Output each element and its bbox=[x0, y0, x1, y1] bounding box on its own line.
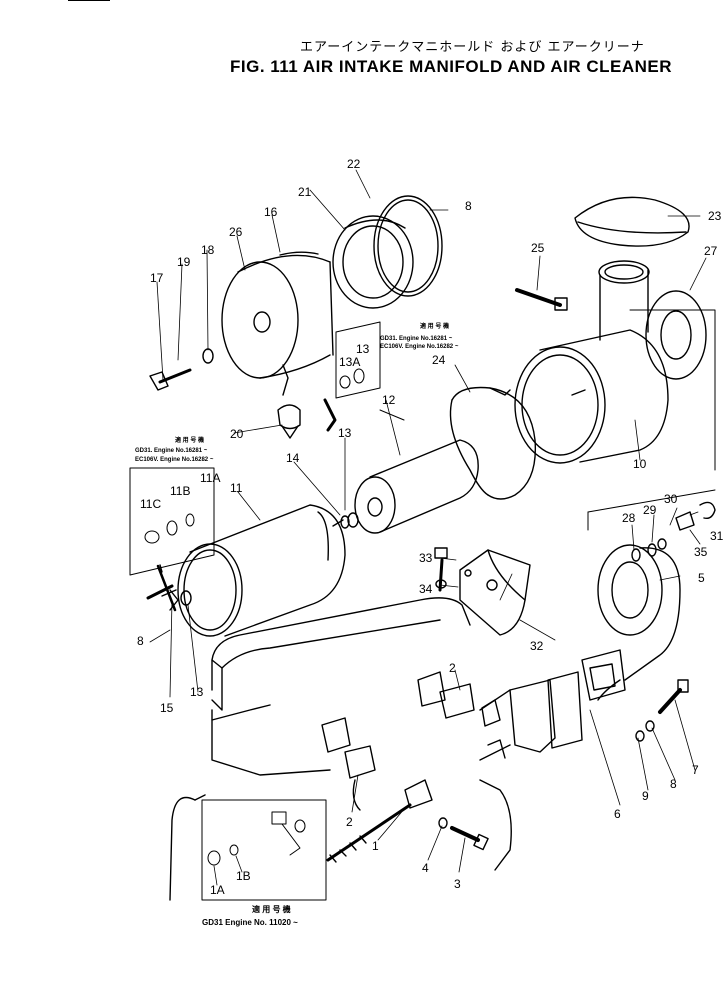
label-34: 34 bbox=[419, 582, 433, 596]
label-13A: 13A bbox=[339, 355, 360, 369]
label-35: 35 bbox=[694, 545, 708, 559]
applicability-notes: 適 用 号 機 GD31. Engine No.16281 ~ EC106V. … bbox=[135, 322, 459, 927]
wing-nut-assembly bbox=[332, 512, 359, 529]
precleaner-housing bbox=[514, 260, 669, 464]
top-rule bbox=[68, 0, 110, 1]
engine-block bbox=[169, 597, 512, 901]
label-4: 4 bbox=[422, 861, 429, 875]
label-7: 7 bbox=[692, 763, 699, 777]
label-9: 9 bbox=[642, 789, 649, 803]
note-bottom-jp: 適 用 号 機 bbox=[252, 904, 291, 914]
label-13-mid: 13 bbox=[338, 426, 352, 440]
air-cleaner-body bbox=[221, 251, 334, 396]
label-32: 32 bbox=[530, 639, 544, 653]
label-15: 15 bbox=[160, 701, 174, 715]
japanese-title: エアーインテークマニホールド および エアークリーナ bbox=[300, 40, 645, 55]
inset-box-13A bbox=[335, 321, 381, 399]
inner-element bbox=[354, 439, 479, 534]
support-bracket bbox=[459, 549, 531, 636]
label-30: 30 bbox=[664, 492, 678, 506]
label-11B: 11B bbox=[170, 484, 190, 498]
cleaner-ring bbox=[332, 215, 414, 309]
note-top-jp: 適 用 号 機 bbox=[420, 322, 449, 330]
manifold-section bbox=[479, 649, 626, 761]
label-6: 6 bbox=[614, 807, 621, 821]
note-left-l2: EC106V. Engine No.16282 ~ bbox=[135, 457, 214, 463]
long-stud bbox=[326, 803, 412, 863]
label-8-left: 8 bbox=[137, 634, 144, 648]
leader-lines bbox=[149, 169, 707, 886]
intake-elbow bbox=[597, 544, 681, 701]
flange-plate bbox=[645, 290, 707, 380]
note-left-l1: GD31. Engine No.16281 ~ bbox=[135, 448, 208, 454]
label-10: 10 bbox=[633, 457, 647, 471]
note-left-jp: 適 用 号 機 bbox=[175, 436, 204, 444]
label-5: 5 bbox=[698, 571, 705, 585]
label-12: 12 bbox=[382, 393, 396, 407]
label-33: 33 bbox=[419, 551, 433, 565]
wing-bolts bbox=[146, 348, 337, 612]
label-31: 31 bbox=[710, 529, 724, 543]
label-27: 27 bbox=[704, 244, 718, 258]
label-29: 29 bbox=[643, 503, 657, 517]
label-24: 24 bbox=[432, 353, 446, 367]
label-8-top: 8 bbox=[465, 199, 472, 213]
hose-fittings bbox=[631, 501, 716, 562]
label-13-inset: 13 bbox=[356, 342, 370, 356]
inset-box-11 bbox=[129, 467, 215, 576]
label-11: 11 bbox=[230, 481, 243, 495]
label-19: 19 bbox=[177, 255, 191, 269]
label-20: 20 bbox=[230, 427, 244, 441]
label-2-lower: 2 bbox=[346, 815, 353, 829]
inset-box-bottom bbox=[201, 799, 327, 901]
label-26: 26 bbox=[229, 225, 243, 239]
label-22: 22 bbox=[347, 157, 361, 171]
gasket-ring bbox=[373, 195, 443, 297]
label-23: 23 bbox=[708, 209, 722, 223]
label-11A: 11A bbox=[200, 471, 220, 485]
label-28: 28 bbox=[622, 511, 636, 525]
figure-title: FIG. 111 AIR INTAKE MANIFOLD AND AIR CLE… bbox=[230, 57, 672, 76]
clamp-band bbox=[449, 386, 537, 500]
note-bottom-l1: GD31 Engine No. 11020 ~ bbox=[202, 918, 298, 927]
label-1B: 1B bbox=[236, 869, 251, 883]
label-21: 21 bbox=[298, 185, 312, 199]
label-8-right: 8 bbox=[670, 777, 677, 791]
label-1: 1 bbox=[372, 839, 379, 853]
label-13-left: 13 bbox=[190, 685, 204, 699]
note-top-l1: GD31. Engine No.16281 ~ bbox=[380, 336, 453, 342]
small-fasteners bbox=[434, 288, 689, 851]
part-labels: 22 21 16 26 18 19 17 8 23 27 25 24 12 10… bbox=[137, 157, 724, 897]
label-3: 3 bbox=[454, 877, 461, 891]
label-11C: 11C bbox=[140, 497, 161, 511]
note-top-l2: EC106V. Engine No.16282 ~ bbox=[380, 344, 459, 350]
inset-box-28-31 bbox=[379, 309, 716, 531]
label-16: 16 bbox=[264, 205, 278, 219]
label-17: 17 bbox=[150, 271, 164, 285]
label-2-upper: 2 bbox=[449, 661, 456, 675]
label-25: 25 bbox=[531, 241, 545, 255]
cleaner-cap bbox=[574, 196, 690, 247]
label-18: 18 bbox=[201, 243, 215, 257]
label-14: 14 bbox=[286, 451, 300, 465]
label-1A: 1A bbox=[210, 883, 225, 897]
manifold-gaskets bbox=[321, 671, 475, 809]
